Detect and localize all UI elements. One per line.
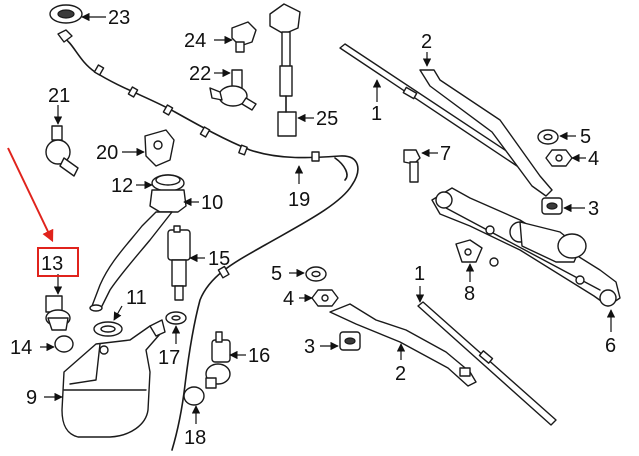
washer-reservoir-9	[61, 319, 166, 438]
callout-8: 8	[464, 283, 475, 305]
washer-pump-15	[167, 225, 191, 301]
bracket-20	[144, 129, 175, 167]
callout-15: 15	[208, 248, 230, 270]
bolt-7	[403, 149, 421, 183]
callout-11: 11	[126, 287, 147, 309]
wiper-arm-2-top	[402, 69, 553, 197]
callout-22: 22	[189, 63, 211, 85]
callout-23: 23	[108, 7, 130, 29]
washer-hose	[61, 35, 359, 451]
washer-pump-16	[205, 331, 231, 389]
callout-24: 24	[184, 30, 206, 52]
callout-5-top: 5	[580, 126, 591, 148]
nut-4-top	[545, 149, 573, 167]
callout-9: 9	[26, 387, 37, 409]
wiper-blade-1-bottom	[417, 301, 557, 426]
callout-10: 10	[201, 192, 223, 214]
washer-5-bottom	[305, 266, 327, 282]
callout-4-top: 4	[588, 148, 599, 170]
callout-12: 12	[111, 175, 133, 197]
callout-5-bottom: 5	[271, 263, 282, 285]
callout-leaders	[40, 12, 616, 424]
washer-nozzle-hose-25	[269, 3, 301, 137]
wiper-linkage-6	[431, 187, 621, 307]
callout-21: 21	[48, 85, 70, 107]
callout-19: 19	[288, 189, 310, 211]
callout-2-bottom: 2	[395, 363, 406, 385]
washer-5-top	[537, 129, 559, 145]
cap-3-bottom	[339, 331, 361, 351]
callout-4-bottom: 4	[283, 288, 294, 310]
callout-17: 17	[158, 347, 180, 369]
bracket-8	[455, 239, 483, 263]
callout-20: 20	[96, 142, 118, 164]
hose-connector-22	[209, 69, 257, 111]
filler-cap-12	[151, 174, 185, 192]
highlight-indicator	[7, 147, 79, 277]
callout-14: 14	[10, 337, 32, 359]
washer-nozzle-24	[231, 21, 257, 53]
cap-3-top	[541, 197, 563, 215]
filler-neck-10	[89, 189, 187, 312]
grommet-23	[49, 4, 83, 43]
elbow-jet-21	[45, 125, 79, 177]
highlight-box-13	[37, 247, 79, 277]
wiper-blade-1-top	[339, 43, 521, 167]
callout-3-bottom: 3	[304, 336, 315, 358]
callout-3-top: 3	[588, 198, 599, 220]
washer-pump-motor-13	[45, 295, 71, 331]
callout-1-bottom: 1	[414, 263, 425, 285]
callout-13: 13	[41, 253, 63, 275]
plug-14	[54, 335, 74, 353]
callout-7: 7	[440, 143, 451, 165]
grommet-17	[165, 311, 187, 325]
nut-4-bottom	[311, 289, 339, 307]
callout-25: 25	[316, 108, 338, 130]
seal-11	[93, 321, 123, 337]
callout-2-top: 2	[421, 31, 432, 53]
callout-16: 16	[248, 345, 270, 367]
wiper-arm-2-bottom	[329, 303, 477, 387]
callout-18: 18	[184, 427, 206, 449]
callout-labels: 23 24 22 25 21 20 12 10 19 13 15 11 14 1…	[10, 7, 616, 449]
callout-1-top: 1	[371, 103, 382, 125]
callout-6: 6	[605, 335, 616, 357]
grommet-18	[183, 386, 205, 406]
